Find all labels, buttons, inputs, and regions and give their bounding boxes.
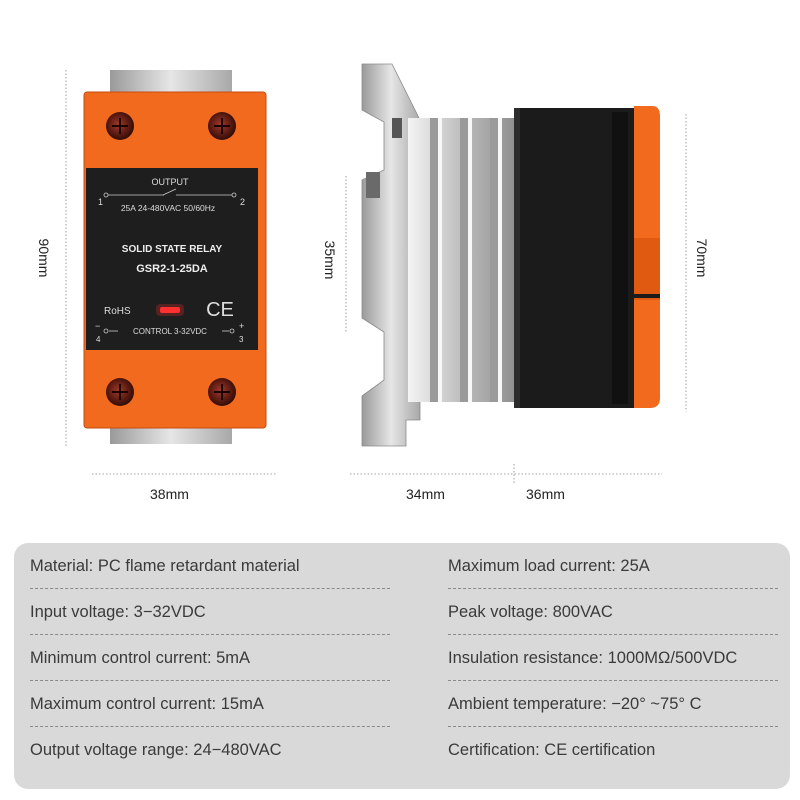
- terminal-3: 3: [239, 335, 244, 344]
- dim-side-height: 70mm: [694, 238, 710, 278]
- front-dimension-lines: [65, 70, 687, 484]
- dim-depth-body: 36mm: [526, 486, 565, 502]
- terminal-minus: −: [95, 321, 100, 331]
- spec-input-voltage: Input voltage: 3−32VDC: [30, 589, 390, 635]
- terminal-plus: +: [239, 321, 244, 331]
- spec-column-right: Maximum load current: 25A Peak voltage: …: [448, 543, 778, 773]
- dim-width-front: 38mm: [150, 486, 189, 502]
- spec-min-control-current: Minimum control current: 5mA: [30, 635, 390, 681]
- rohs-mark: RoHS: [104, 306, 131, 317]
- output-rating: 25A 24-480VAC 50/60Hz: [121, 203, 215, 213]
- spec-insulation-resistance: Insulation resistance: 1000MΩ/500VDC: [448, 635, 778, 681]
- heatsink: [408, 118, 516, 402]
- spec-material: Material: PC flame retardant material: [30, 543, 390, 589]
- din-bracket-top: [110, 70, 232, 94]
- status-led: [160, 307, 180, 313]
- side-orange-tab-bottom: [634, 300, 660, 408]
- control-label: CONTROL 3-32VDC: [133, 327, 207, 336]
- spec-max-load-current: Maximum load current: 25A: [448, 543, 778, 589]
- terminal-1: 1: [98, 197, 103, 207]
- relay-label-panel: [86, 168, 258, 350]
- product-figure: OUTPUT 1 2 25A 24-480VAC 50/60Hz SOLID S…: [65, 63, 687, 484]
- spec-max-control-current: Maximum control current: 15mA: [30, 681, 390, 727]
- relay-model: GSR2-1-25DA: [136, 263, 208, 275]
- terminal-4: 4: [96, 335, 101, 344]
- dim-depth-heatsink: 34mm: [406, 486, 445, 502]
- spec-peak-voltage: Peak voltage: 800VAC: [448, 589, 778, 635]
- spec-panel: Material: PC flame retardant material In…: [14, 543, 790, 789]
- output-label: OUTPUT: [152, 177, 190, 187]
- output-line: [103, 188, 237, 198]
- spec-ambient-temperature: Ambient temperature: −20° ~75° C: [448, 681, 778, 727]
- spec-output-voltage-range: Output voltage range: 24−480VAC: [30, 741, 282, 759]
- spec-column-left: Material: PC flame retardant material In…: [30, 543, 390, 773]
- dim-heatsink-height: 35mm: [322, 240, 338, 280]
- spec-certification: Certification: CE certification: [448, 741, 656, 759]
- relay-type-label: SOLID STATE RELAY: [122, 244, 223, 255]
- terminal-2: 2: [240, 197, 245, 207]
- dim-height-front: 90mm: [36, 238, 52, 278]
- ce-mark: CE: [206, 299, 234, 321]
- screw-icon: [106, 112, 236, 406]
